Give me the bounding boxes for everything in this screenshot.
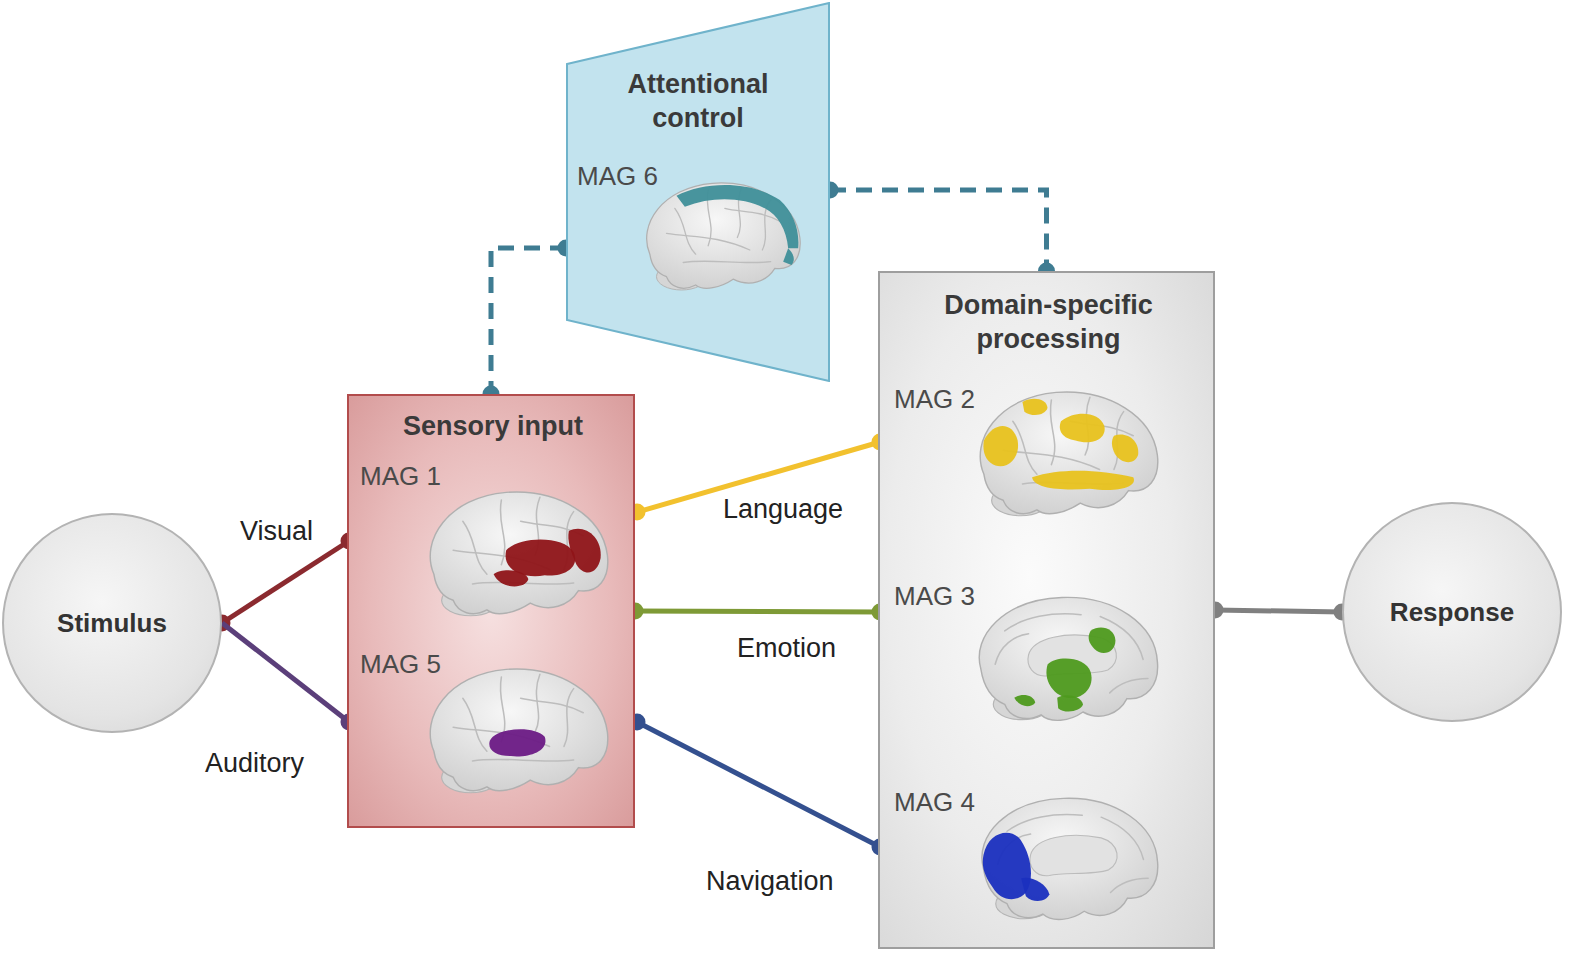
panel-title: Domain-specific processing [905,289,1192,357]
domain-panel: Domain-specific processingMAG 2 MAG 3 MAG … [878,271,1215,949]
brain-illustration [618,175,815,300]
network-label: MAG 2 [894,383,975,416]
network-label: MAG 5 [360,648,441,681]
response-circle: Response [1342,502,1562,722]
panel-title: Attentional control [586,68,810,136]
edge-label: Language [723,494,843,525]
connector [222,623,358,731]
edge-label: Navigation [706,866,834,897]
network-region: MAG 4 [880,782,1217,912]
network-region: MAG 5 [349,642,637,802]
node-label: Response [1344,596,1560,629]
panel-title: Sensory input [359,410,627,444]
edge-label: Auditory [205,748,304,779]
edge-label: Emotion [737,633,836,664]
edge-label: Visual [240,516,313,547]
network-label: MAG 1 [360,460,441,493]
sensory-panel: Sensory inputMAG 1 MAG 5 [347,394,635,828]
network-region: MAG 3 [880,562,1217,662]
attention-panel: Attentional controlMAG 6 [566,2,830,382]
connector [629,714,889,856]
connector [627,603,889,621]
dashed-connector [483,240,575,403]
dashed-connector [822,182,1056,280]
network-label: MAG 4 [894,786,975,819]
brain-illustration [955,380,1167,530]
network-region: MAG 1 [349,456,637,626]
brain-illustration [957,582,1167,737]
brain-illustration [960,782,1167,937]
brain-illustration [405,657,617,807]
connector [214,533,358,632]
stimulus-circle: Stimulus [2,513,222,733]
brain-illustration [405,478,617,632]
connector [1207,602,1351,621]
network-label: MAG 3 [894,580,975,613]
network-label: MAG 6 [577,160,658,193]
network-region: MAG 2 [880,383,1217,501]
node-label: Stimulus [4,607,220,640]
